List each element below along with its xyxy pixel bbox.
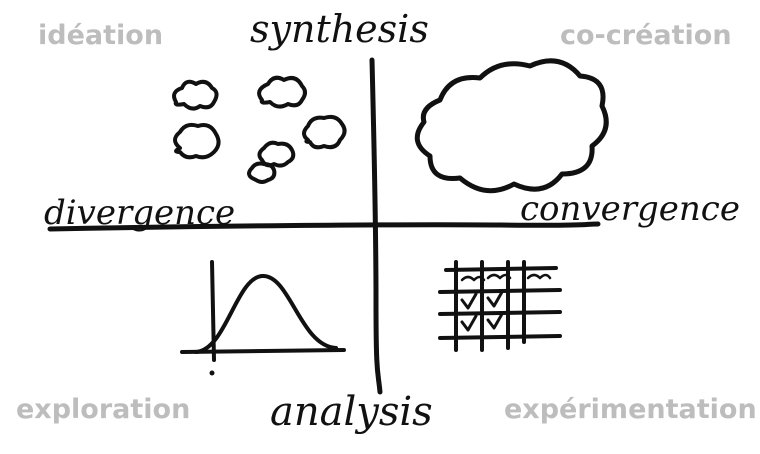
check-mark <box>486 290 504 308</box>
grid-line <box>438 334 562 340</box>
small-clouds-group <box>172 75 347 184</box>
large-cloud <box>414 58 609 194</box>
scribble-mark <box>460 275 486 282</box>
scribble-mark <box>486 273 512 280</box>
check-mark <box>460 314 478 332</box>
small-cloud <box>172 79 219 111</box>
check-mark <box>486 312 504 330</box>
axis-label-convergence: convergence <box>520 189 740 229</box>
corner-label-exploration: exploration <box>16 394 191 425</box>
bell-curve <box>194 273 338 354</box>
small-cloud <box>247 161 277 184</box>
corner-label-ideation: idéation <box>38 20 164 51</box>
horizontal-axis <box>47 221 601 232</box>
checked-grid <box>438 260 562 352</box>
grid-line <box>444 266 558 272</box>
grid-line <box>438 310 562 316</box>
small-cloud <box>302 114 347 150</box>
origin-dot <box>209 370 215 376</box>
curve-x-axis <box>180 348 346 354</box>
grid-line <box>438 288 562 294</box>
check-mark <box>460 292 478 310</box>
small-cloud <box>173 122 221 160</box>
scribble-mark <box>526 273 552 280</box>
axis-label-synthesis: synthesis <box>250 7 429 51</box>
axis-label-analysis: analysis <box>270 389 433 435</box>
corner-label-co-creation: co-création <box>560 20 732 51</box>
axis-label-divergence: divergence <box>44 193 236 233</box>
bell-curve-plot <box>180 260 346 376</box>
small-cloud <box>257 75 307 109</box>
vertical-axis <box>369 57 383 395</box>
corner-label-experimentation: expérimentation <box>504 394 757 425</box>
small-cloud <box>257 140 296 168</box>
